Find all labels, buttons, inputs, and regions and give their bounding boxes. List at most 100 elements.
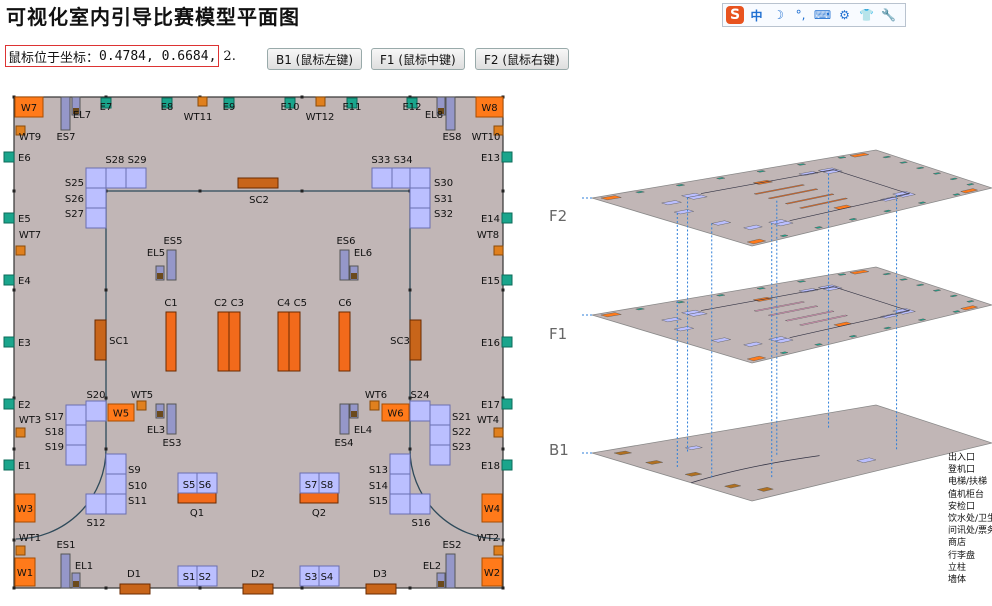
iso-floor-f1[interactable] <box>591 266 992 364</box>
security-s18[interactable] <box>65 424 87 446</box>
counter-c4-c5[interactable] <box>277 311 290 372</box>
exit-e6[interactable] <box>3 151 15 163</box>
security-s22[interactable] <box>429 424 451 446</box>
counter-sc3[interactable] <box>409 319 422 361</box>
exit-e1[interactable] <box>3 459 15 471</box>
exit-e4[interactable] <box>3 274 15 286</box>
gate-w1[interactable] <box>14 557 36 587</box>
elevator-es3[interactable] <box>166 403 177 435</box>
security-s10[interactable] <box>105 473 127 495</box>
counter-sc1[interactable] <box>94 319 107 361</box>
exit-e8[interactable] <box>161 97 173 109</box>
security-s21[interactable] <box>429 404 451 426</box>
security-s3-s4[interactable] <box>318 565 340 587</box>
security-s16[interactable] <box>409 493 431 515</box>
counter-c6[interactable] <box>338 311 351 372</box>
sogou-logo[interactable]: S <box>726 6 744 24</box>
security-s11[interactable] <box>105 493 127 515</box>
moon-icon[interactable]: ☽ <box>773 8 784 22</box>
iso-floor-b1[interactable] <box>591 404 992 502</box>
security-s12[interactable] <box>85 493 107 515</box>
counter-c4-c5[interactable] <box>288 311 301 372</box>
exit-e2[interactable] <box>3 398 15 410</box>
shirt-icon[interactable]: 👕 <box>859 8 874 22</box>
water-wt10[interactable] <box>493 125 504 136</box>
iso-floor-f2[interactable] <box>591 149 992 247</box>
security-s28-s29[interactable] <box>125 167 147 189</box>
security-s25[interactable] <box>85 167 107 189</box>
ime-mode-toggle[interactable]: 中 <box>750 8 763 23</box>
security-s31[interactable] <box>409 187 431 209</box>
ime-toolbar[interactable]: S 中 ☽ °, ⌨ ⚙ 👕 🔧 <box>722 3 906 27</box>
elevator-es7[interactable] <box>60 96 71 131</box>
counter-c2-c3[interactable] <box>217 311 230 372</box>
exit-e3[interactable] <box>3 336 15 348</box>
gate-w7[interactable] <box>14 96 44 118</box>
elevator-es5[interactable] <box>166 249 177 281</box>
elevator-es6[interactable] <box>339 249 350 281</box>
security-s19[interactable] <box>65 444 87 466</box>
exit-e16[interactable] <box>501 336 513 348</box>
security-s14[interactable] <box>389 473 411 495</box>
counter-q2[interactable] <box>299 492 339 504</box>
counter-d1[interactable] <box>119 583 151 595</box>
water-wt9[interactable] <box>15 125 26 136</box>
security-s1-s2[interactable] <box>196 565 218 587</box>
elevator-es4[interactable] <box>339 403 350 435</box>
elevator-el7[interactable] <box>71 96 81 116</box>
water-wt12[interactable] <box>315 96 326 107</box>
wrench-icon[interactable]: 🔧 <box>881 8 896 22</box>
elevator-es1[interactable] <box>60 553 71 589</box>
gate-w8[interactable] <box>475 96 504 118</box>
gate-w4[interactable] <box>481 493 503 523</box>
punctuation-icon[interactable]: °, <box>795 8 806 22</box>
exit-e5[interactable] <box>3 212 15 224</box>
security-s9[interactable] <box>105 453 127 475</box>
gate-w5[interactable] <box>107 403 135 422</box>
exit-e15[interactable] <box>501 274 513 286</box>
exit-e9[interactable] <box>223 97 235 109</box>
exit-e10[interactable] <box>284 97 296 109</box>
exit-e7[interactable] <box>100 97 112 109</box>
water-wt5[interactable] <box>136 400 147 411</box>
water-wt2[interactable] <box>493 545 504 556</box>
security-s33-s34[interactable] <box>371 167 393 189</box>
settings-icon[interactable]: ⚙ <box>839 8 850 22</box>
elevator-es2[interactable] <box>445 553 456 589</box>
counter-d2[interactable] <box>242 583 274 595</box>
exit-e13[interactable] <box>501 151 513 163</box>
gate-w2[interactable] <box>481 557 503 587</box>
counter-d3[interactable] <box>365 583 397 595</box>
exit-e11[interactable] <box>346 97 358 109</box>
security-s20[interactable] <box>85 400 107 422</box>
security-s7-s8[interactable] <box>318 472 340 494</box>
security-s30[interactable] <box>409 167 431 189</box>
exit-e17[interactable] <box>501 398 513 410</box>
elevator-el2[interactable] <box>436 572 446 589</box>
exit-e18[interactable] <box>501 459 513 471</box>
security-s5-s6[interactable] <box>196 472 218 494</box>
elevator-el8[interactable] <box>436 96 446 116</box>
elevator-el1[interactable] <box>71 572 81 589</box>
security-s27[interactable] <box>85 207 107 229</box>
security-s23[interactable] <box>429 444 451 466</box>
counter-sc2[interactable] <box>237 177 279 189</box>
water-wt7[interactable] <box>15 245 26 256</box>
security-s33-s34[interactable] <box>391 167 413 189</box>
elevator-es8[interactable] <box>445 96 456 131</box>
security-s17[interactable] <box>65 404 87 426</box>
water-wt3[interactable] <box>15 427 26 438</box>
counter-q1[interactable] <box>177 492 217 504</box>
isometric-view[interactable] <box>540 140 992 606</box>
security-s15[interactable] <box>389 493 411 515</box>
f1-button[interactable]: F1 (鼠标中键) <box>371 48 465 70</box>
counter-c2-c3[interactable] <box>228 311 241 372</box>
exit-e14[interactable] <box>501 212 513 224</box>
keyboard-icon[interactable]: ⌨ <box>813 8 832 22</box>
b1-button[interactable]: B1 (鼠标左键) <box>267 48 363 70</box>
security-s28-s29[interactable] <box>105 167 127 189</box>
water-wt4[interactable] <box>493 427 504 438</box>
exit-e12[interactable] <box>406 97 418 109</box>
gate-w3[interactable] <box>14 493 36 523</box>
